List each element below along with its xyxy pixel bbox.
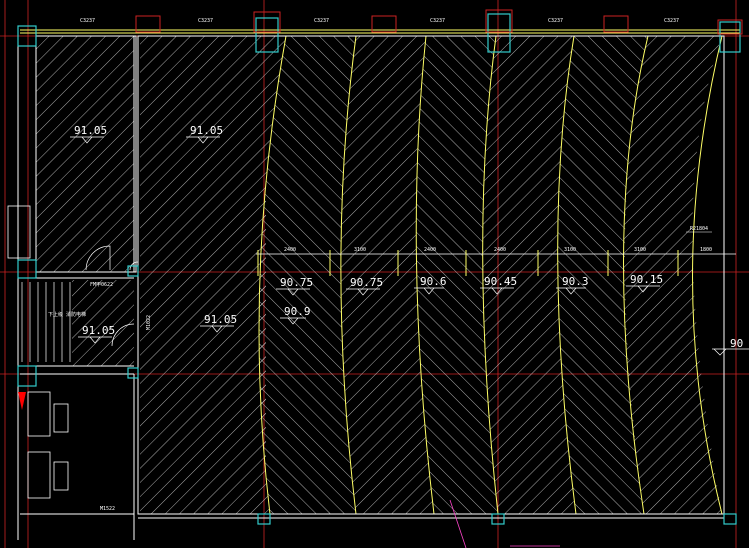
- dimension-line: 2400 3100 2400 2400 3100 3100 1800 R2180…: [256, 226, 736, 276]
- vertical-tag: M1022: [146, 315, 152, 330]
- radius-label: R21804: [690, 226, 708, 232]
- door-tag: FM甲0622: [90, 282, 113, 288]
- window-label: C3237: [80, 18, 95, 24]
- window-label: C3237: [548, 18, 563, 24]
- window-label: C3237: [314, 18, 329, 24]
- stair-landing-hatch: [72, 280, 134, 366]
- dimension-text: 2400: [494, 247, 506, 253]
- elevation-text: 91.05: [74, 124, 107, 137]
- elevation-text: 90: [730, 337, 743, 350]
- slope-boundaries: [258, 35, 723, 515]
- dimension-text: 3100: [564, 247, 576, 253]
- columns: [17, 13, 741, 525]
- elevation-text: 90.3: [562, 275, 589, 288]
- elevation-text: 90.45: [484, 275, 517, 288]
- room-mid-hatch: [140, 36, 266, 514]
- elevation-labels: 91.05 91.05 91.05 91.05 90.75 90.9 90.75…: [70, 124, 749, 356]
- room-left-upper-hatch: [36, 36, 134, 272]
- window-label: C3237: [430, 18, 445, 24]
- elevation-text: 90.6: [420, 275, 447, 288]
- dimension-text: 3100: [634, 247, 646, 253]
- dimension-text: 2400: [284, 247, 296, 253]
- elevator-equipment: [7, 205, 69, 499]
- window-label: C3237: [664, 18, 679, 24]
- elevation-triangle-icon: [712, 348, 749, 356]
- dimension-text: 2400: [424, 247, 436, 253]
- dimension-text: 3100: [354, 247, 366, 253]
- elevation-text: 91.05: [204, 313, 237, 326]
- elevation-text: 91.05: [190, 124, 223, 137]
- elevation-text: 91.05: [82, 324, 115, 337]
- stair-note: 下上级 消防电梯: [48, 311, 86, 318]
- elevation-text: 90.75: [350, 276, 383, 289]
- dimension-text: 1800: [700, 247, 712, 253]
- door-bottom-tag: M1522: [100, 506, 115, 512]
- red-triangle-icon: [18, 392, 26, 410]
- door-swings: [85, 245, 139, 347]
- window-frames: [135, 9, 743, 35]
- annotations: FM甲0622 下上级 消防电梯 M1022 M1522: [48, 282, 560, 548]
- window-labels: C3237 C3237 C3237 C3237 C3237 C3237: [80, 18, 679, 24]
- stair: [21, 282, 71, 362]
- window-label: C3237: [198, 18, 213, 24]
- elevation-text: 90.75: [280, 276, 313, 289]
- elevation-text: 90.9: [284, 305, 311, 318]
- sloped-floor-strips: [259, 36, 722, 514]
- elevation-text: 90.15: [630, 273, 663, 286]
